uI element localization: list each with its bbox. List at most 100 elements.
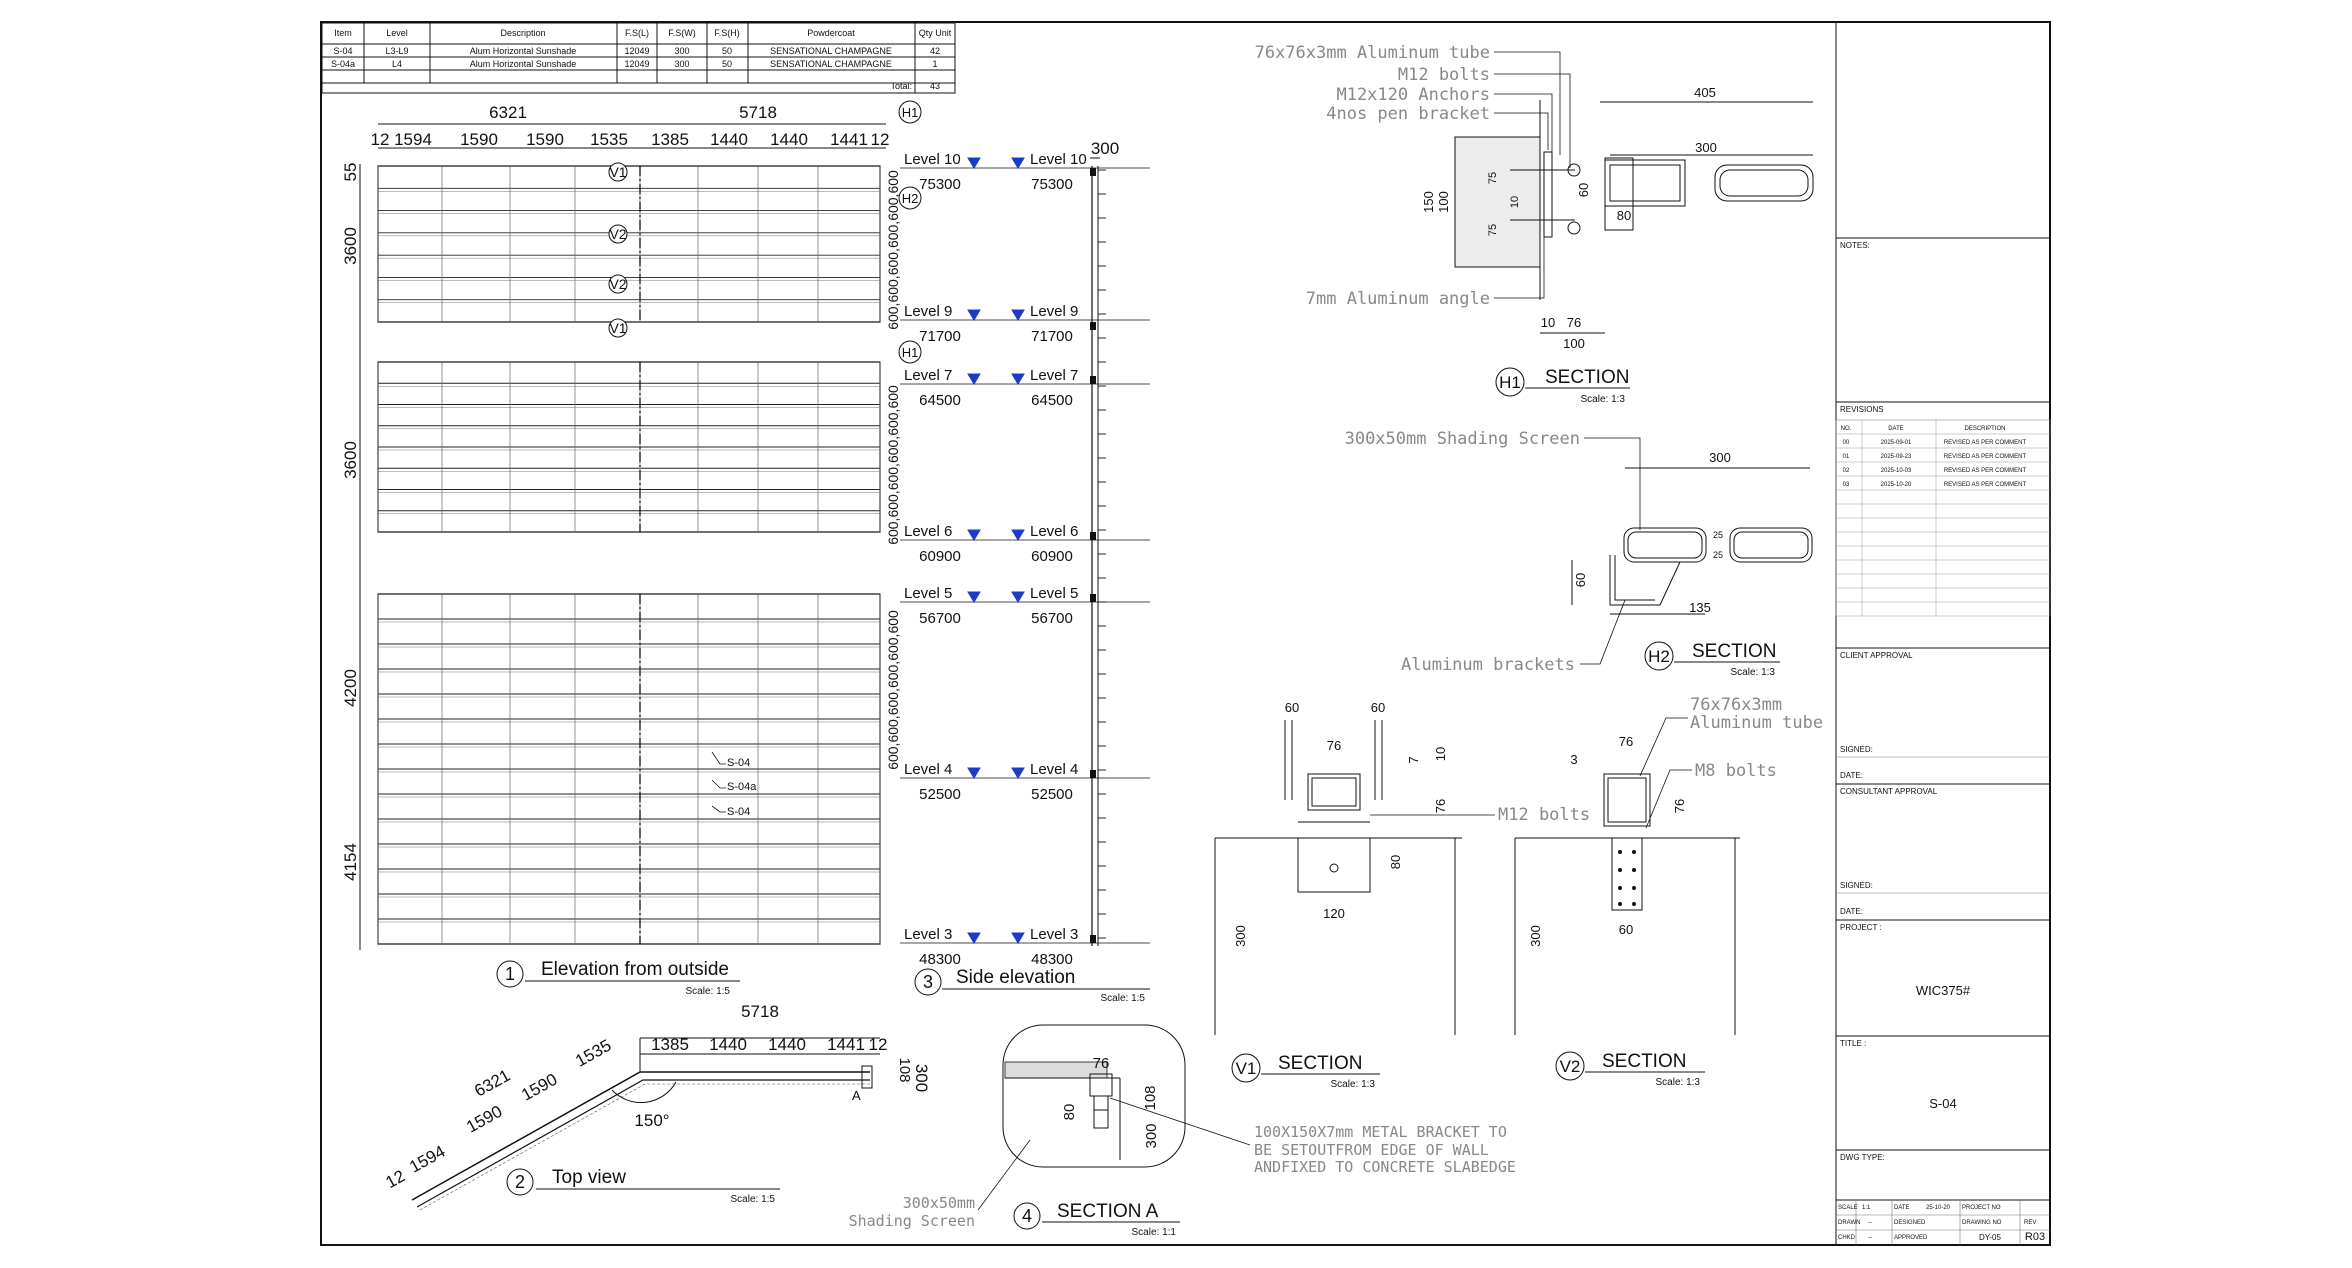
schedule-total-value: 43 (930, 81, 940, 91)
bracket-mark (1090, 770, 1096, 778)
dim-text: 1441 (830, 130, 868, 149)
callout-text: M12 bolts (1498, 805, 1590, 825)
view-scale: Scale: 1:3 (1656, 1077, 1701, 1088)
schedule-header-description: Description (500, 28, 545, 38)
level-name: Level 3 (1030, 926, 1078, 943)
section-tag-v1: V1 (609, 164, 626, 180)
dim-text: 4154 (341, 843, 360, 881)
dim-text: 300 (912, 1064, 931, 1092)
section-tag-v2: V2 (609, 276, 626, 292)
section-tag-h1: H1 (898, 100, 922, 124)
schedule-cell: Alum Horizontal Sunshade (470, 46, 577, 56)
schedule-header-qty: Qty Unit (919, 28, 952, 38)
level-name: Level 7 (1030, 367, 1078, 384)
bracket-mark (1090, 376, 1096, 384)
level-value: 75300 (1031, 176, 1073, 193)
revision-cell: REVISED AS PER COMMENT (1944, 468, 2027, 474)
v1-title: V1 SECTION Scale: 1:3 (1231, 1053, 1380, 1090)
panel-tag: S-04 (727, 757, 750, 769)
dim-text: 300 (1143, 1123, 1160, 1148)
dim-text: 100 (1436, 191, 1451, 213)
section-tag: H1 (902, 345, 919, 360)
level-name: Level 4 (1030, 761, 1078, 778)
dim-text: 75 (1487, 224, 1499, 236)
dim-text: 76 (1327, 738, 1341, 753)
dim-text: 25 (1713, 550, 1723, 560)
schedule-cell: 1 (932, 59, 937, 69)
dim-text: 10 (1541, 315, 1555, 330)
notes-label: NOTES: (1840, 241, 1870, 250)
note-line: 100X150X7mm METAL BRACKET TO (1254, 1123, 1507, 1141)
side-elevation-title: 3 Side elevation Scale: 1:5 (914, 967, 1150, 1004)
dim-text: 76 (1619, 734, 1633, 749)
dim-text: 60 (1371, 700, 1385, 715)
level-name: Level 9 (1030, 303, 1078, 320)
level-value: 48300 (919, 951, 961, 968)
callout-text: Aluminum tube (1690, 713, 1823, 733)
dim-text: 108 (1142, 1085, 1159, 1110)
level-name: Level 7 (904, 367, 952, 384)
dim-text: 100 (1563, 336, 1585, 351)
dim-text: 76 (1672, 799, 1687, 813)
revision-cell: REVISED AS PER COMMENT (1944, 454, 2027, 460)
schedule-header-powdercoat: Powdercoat (807, 28, 855, 38)
callout-text: Aluminum brackets (1401, 655, 1575, 675)
dim-text: 60 (1573, 573, 1588, 587)
view-title: Side elevation (956, 967, 1075, 988)
view-title: SECTION (1278, 1053, 1362, 1074)
rev-header: NO. (1841, 426, 1852, 432)
project-no-label: PROJECT NO (1962, 1205, 2001, 1211)
revision-cell: 01 (1843, 454, 1850, 460)
dim-text: 120 (1323, 906, 1345, 921)
schedule-header-level: Level (386, 28, 408, 38)
revision-number: R03 (2025, 1231, 2045, 1243)
schedule-cell: L4 (392, 59, 402, 69)
view-title: SECTION A (1057, 1201, 1159, 1222)
dim-text: 405 (1694, 85, 1716, 100)
revision-cell: 03 (1843, 482, 1850, 488)
view-number: 2 (515, 1172, 525, 1192)
v2-title: V2 SECTION Scale: 1:3 (1555, 1051, 1705, 1088)
elevation-title: 1 Elevation from outside Scale: 1:5 (496, 959, 740, 997)
schedule-header-fsh: F.S(H) (714, 28, 740, 38)
schedule-row: S-04 L3-L9 Alum Horizontal Sunshade 1204… (333, 46, 940, 56)
dim-text: 60 (1285, 700, 1299, 715)
dim-text: 300 (1528, 925, 1543, 947)
level-value: 48300 (1031, 951, 1073, 968)
dim-text: 12 (382, 1166, 408, 1192)
dim-text: 76 (1093, 1055, 1110, 1072)
top-view: 5718 1385 1440 1440 1441 12 6321 1535 15… (382, 1002, 931, 1211)
schedule-row: S-04a L4 Alum Horizontal Sunshade 12049 … (331, 59, 938, 69)
dim-text: 1440 (710, 130, 748, 149)
v2-dims: 76 3 76 60 300 (1528, 734, 1687, 947)
section-tag: V1 (1236, 1059, 1257, 1078)
section-tag-v1: V1 (609, 320, 626, 336)
elevation-panel-block (377, 593, 881, 945)
project-label: PROJECT : (1840, 923, 1882, 932)
section-tag: V2 (1560, 1057, 1581, 1076)
dim-text: 6321 (489, 103, 527, 122)
dim-text: 3600 (341, 227, 360, 265)
section-tag-circle (608, 224, 628, 244)
dim-text: 12 (371, 130, 390, 149)
level-name: Level 10 (1030, 151, 1087, 168)
schedule-cell: 50 (722, 46, 732, 56)
screen-note: 300x50mm (903, 1194, 975, 1212)
dim-text: 4200 (341, 669, 360, 707)
callout-text: M12x120 Anchors (1336, 85, 1490, 105)
dim-text: 10 (1509, 196, 1521, 208)
schedule-table: Item Level Description F.S(L) F.S(W) F.S… (321, 22, 956, 94)
view-scale: Scale: 1:3 (1331, 1079, 1376, 1090)
h1-dims: 405 300 150 100 75 10 75 60 80 10 76 100 (1421, 85, 1813, 351)
section-tag-h1-lower: H1 (898, 340, 922, 364)
dim-text: 300 (1233, 925, 1248, 947)
level-value: 64500 (1031, 392, 1073, 409)
callout-text: 4nos pen bracket (1326, 104, 1490, 124)
dim-text: 1590 (463, 1102, 505, 1137)
v1-dims: 60 60 76 7 10 76 80 120 300 (1233, 700, 1448, 947)
callout-text: 76x76x3mm Aluminum tube (1255, 43, 1490, 63)
